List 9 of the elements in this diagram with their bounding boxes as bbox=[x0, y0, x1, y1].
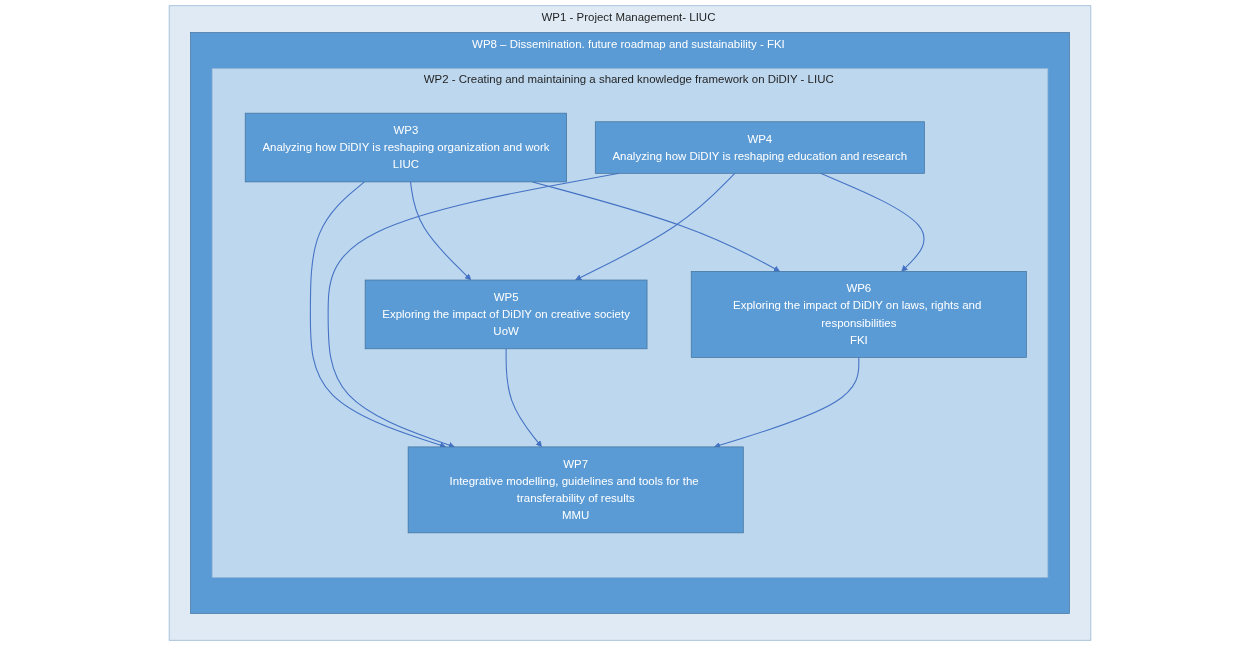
node-box: WP6 Exploring the impact of DiDIY on laws, rights and responsibilities FKI bbox=[690, 271, 1027, 358]
node-box: WP5 Exploring the impact of DiDIY on creative society UoW bbox=[364, 279, 648, 350]
arrow bbox=[410, 181, 472, 281]
arrow bbox=[505, 348, 542, 448]
arrow bbox=[820, 172, 925, 272]
node-box: WP3 Analyzing how DiDIY is reshaping organization and work LIUC bbox=[244, 112, 567, 183]
arrow bbox=[575, 172, 736, 281]
node-box: WP7 Integrative modelling, guidelines and tools for the transferability of results MMU bbox=[407, 446, 744, 534]
node-box: WP4 Analyzing how DiDIY is reshaping education and research bbox=[594, 121, 925, 174]
